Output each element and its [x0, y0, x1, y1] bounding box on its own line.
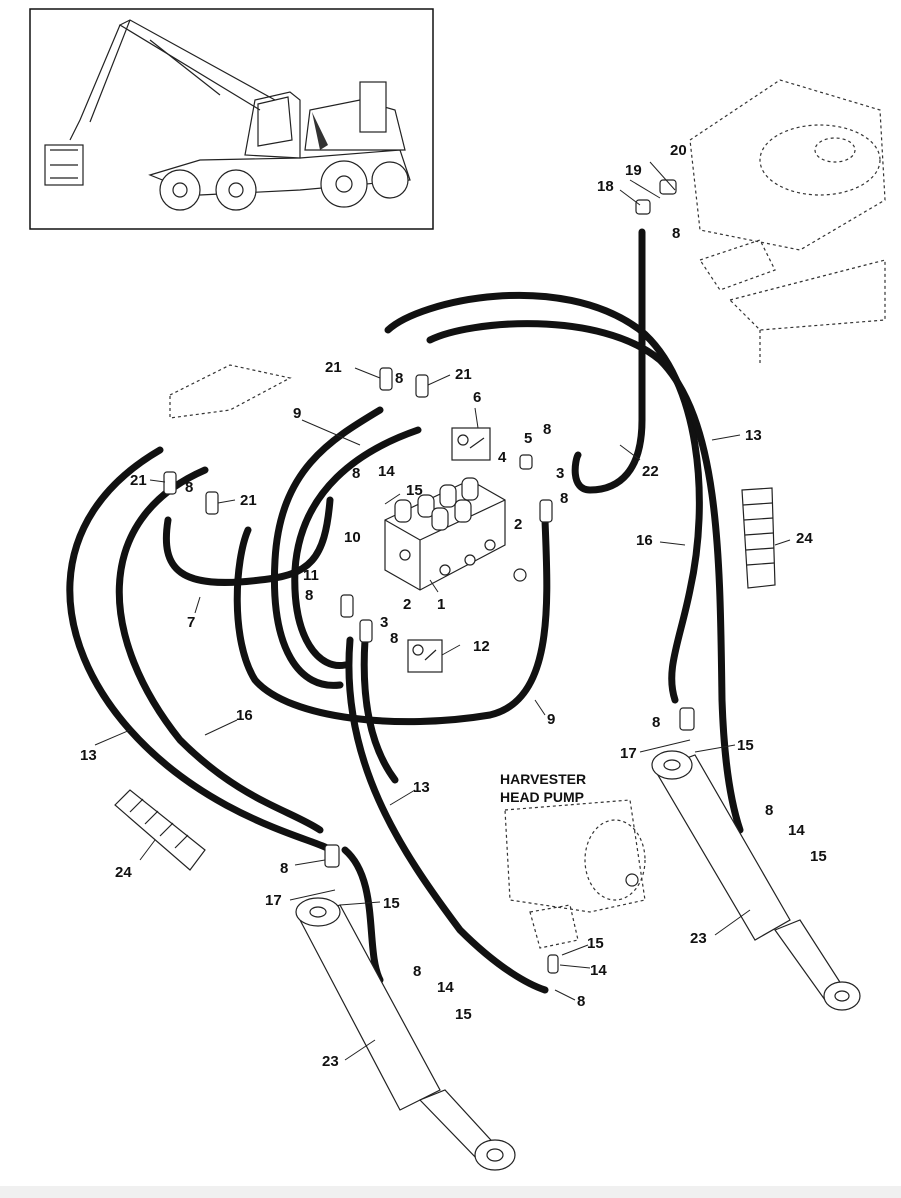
callout-15-e: 15 [587, 935, 604, 952]
callout-8-h: 8 [390, 630, 398, 647]
callout-6: 6 [473, 389, 481, 406]
callout-18: 18 [597, 178, 614, 195]
callout-21-a: 21 [325, 359, 342, 376]
hoses [66, 228, 744, 994]
callout-7: 7 [187, 614, 195, 631]
callouts: 20 19 18 8 21 8 21 6 9 5 8 4 3 8 2 22 13… [80, 142, 827, 1070]
machine-inset [29, 8, 434, 230]
callout-2-b: 2 [403, 596, 411, 613]
callout-15-f: 15 [455, 1006, 472, 1023]
callout-8-b: 8 [395, 370, 403, 387]
leader-lines [94, 161, 791, 1061]
callout-14-d: 14 [437, 979, 454, 996]
callout-10: 10 [344, 529, 361, 546]
callout-19: 19 [625, 162, 642, 179]
callout-8-i: 8 [652, 714, 660, 731]
callout-8-top: 8 [672, 225, 680, 242]
callout-2-a: 2 [514, 516, 522, 533]
callout-15-c: 15 [383, 895, 400, 912]
footer-bar [0, 1186, 901, 1198]
callout-15-a: 15 [406, 482, 423, 499]
callout-22: 22 [642, 463, 659, 480]
callout-9-a: 9 [293, 405, 301, 422]
callout-14-c: 14 [590, 962, 607, 979]
callout-1: 1 [437, 596, 445, 613]
callout-21-b: 21 [455, 366, 472, 383]
valve-block [384, 477, 527, 591]
callout-8-f: 8 [352, 465, 360, 482]
callout-17-b: 17 [265, 892, 282, 909]
callout-23-a: 23 [322, 1053, 339, 1070]
dashed-outlines [169, 79, 886, 419]
callout-16-a: 16 [636, 532, 653, 549]
callout-3-a: 3 [556, 465, 564, 482]
callout-13-b: 13 [80, 747, 97, 764]
harvester-head-pump [504, 799, 646, 974]
callout-13-c: 13 [413, 779, 430, 796]
callout-14-a: 14 [378, 463, 395, 480]
callout-20: 20 [670, 142, 687, 159]
callout-23-b: 23 [690, 930, 707, 947]
callout-17-a: 17 [620, 745, 637, 762]
callout-8-k: 8 [765, 802, 773, 819]
callout-21-d: 21 [240, 492, 257, 509]
callout-4: 4 [498, 449, 507, 466]
callout-12: 12 [473, 638, 490, 655]
fittings [163, 179, 695, 868]
callout-24-b: 24 [115, 864, 132, 881]
callout-14-b: 14 [788, 822, 805, 839]
callout-9-b: 9 [547, 711, 555, 728]
boxed-parts [407, 427, 491, 673]
callout-16-b: 16 [236, 707, 253, 724]
callout-8-d: 8 [560, 490, 568, 507]
cylinder-left [295, 897, 516, 1171]
callout-8-l: 8 [577, 993, 585, 1010]
callout-8-m: 8 [413, 963, 421, 980]
callout-15-d: 15 [810, 848, 827, 865]
callout-15-b: 15 [737, 737, 754, 754]
callout-8-g: 8 [305, 587, 313, 604]
pump-label-line1: HARVESTER [500, 771, 586, 787]
cylinder-right [651, 750, 861, 1011]
callout-24-a: 24 [796, 530, 813, 547]
pump-label-line2: HEAD PUMP [500, 789, 584, 805]
callout-3-b: 3 [380, 614, 388, 631]
callout-21-c: 21 [130, 472, 147, 489]
sleeves [114, 487, 776, 871]
callout-8-j: 8 [280, 860, 288, 877]
callout-8-c: 8 [543, 421, 551, 438]
callout-8-e: 8 [185, 479, 193, 496]
callout-11: 11 [303, 567, 319, 584]
callout-5: 5 [524, 430, 532, 447]
callout-13-a: 13 [745, 427, 762, 444]
